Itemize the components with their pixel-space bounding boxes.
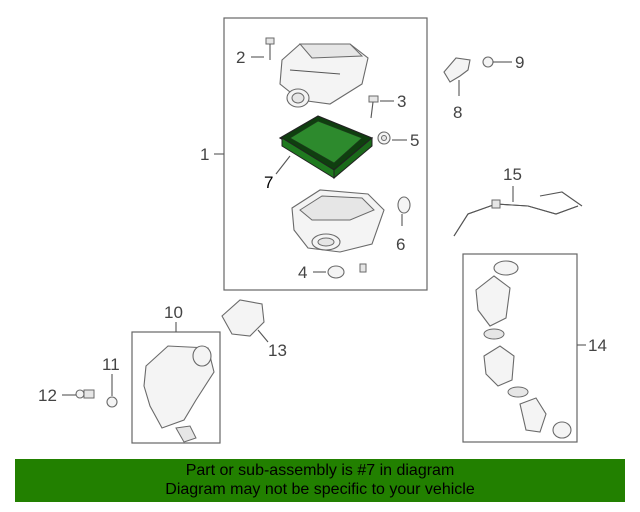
callout-6[interactable]: 6 [396, 235, 405, 254]
callout-13[interactable]: 13 [268, 341, 287, 360]
callout-3[interactable]: 3 [397, 92, 406, 111]
callout-7[interactable]: 7 [264, 173, 273, 192]
callout-8[interactable]: 8 [453, 103, 462, 122]
air-cleaner-cover [279, 43, 369, 108]
bolt-2 [265, 37, 275, 60]
info-banner: Part or sub-assembly is #7 in diagram Di… [15, 459, 625, 502]
resonator-10 [143, 345, 215, 443]
grommet-5 [377, 131, 391, 145]
leader-13 [257, 329, 269, 343]
clip-11 [106, 396, 118, 408]
hose-15 [453, 191, 583, 237]
callout-5[interactable]: 5 [410, 131, 419, 150]
grommet-6 [397, 196, 411, 214]
leader-7 [275, 155, 291, 175]
banner-line-disclaimer: Diagram may not be specific to your vehi… [165, 481, 475, 498]
grommet-4 [327, 263, 367, 279]
callout-12[interactable]: 12 [38, 386, 57, 405]
callout-10[interactable]: 10 [164, 303, 183, 322]
bolt-12 [75, 389, 95, 399]
callout-4[interactable]: 4 [298, 263, 307, 282]
air-filter-element-7 [278, 115, 374, 180]
callout-15[interactable]: 15 [503, 165, 522, 184]
parts-diagram: 1 2 3 7 5 [38, 17, 607, 444]
callout-1[interactable]: 1 [200, 145, 209, 164]
bracket-8 [443, 57, 471, 83]
bolt-3 [368, 95, 379, 119]
assembly-box-14 [462, 253, 578, 443]
bolt-9 [482, 56, 500, 68]
callout-11[interactable]: 11 [102, 355, 120, 374]
banner-line-part: Part or sub-assembly is #7 in diagram [185, 462, 455, 479]
duct-13 [221, 299, 265, 337]
callout-9[interactable]: 9 [515, 53, 524, 72]
callout-2[interactable]: 2 [236, 48, 245, 67]
callout-14[interactable]: 14 [588, 336, 607, 355]
air-box-lower-housing [291, 189, 385, 253]
intake-duct-parts [475, 260, 572, 439]
